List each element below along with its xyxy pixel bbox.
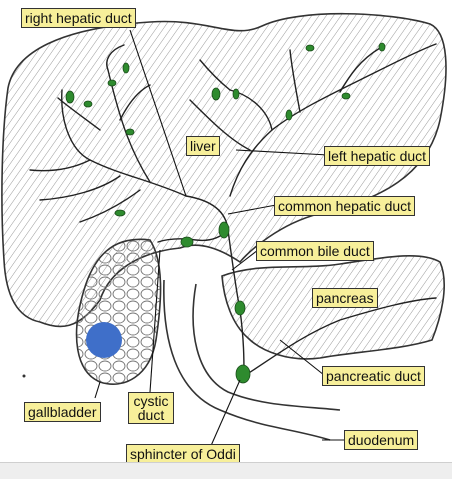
label-duodenum: duodenum xyxy=(344,430,419,450)
leader-lines xyxy=(94,29,344,449)
label-gallbladder: gallbladder xyxy=(24,402,101,422)
small-dot xyxy=(22,374,26,378)
label-common-hepatic-duct: common hepatic duct xyxy=(274,196,416,216)
label-cystic-duct: cystic duct xyxy=(128,392,174,424)
label-pancreatic-duct: pancreatic duct xyxy=(322,366,425,386)
label-cystic-line2: duct xyxy=(137,407,165,423)
label-liver: liver xyxy=(186,136,220,156)
label-cystic-line1: cystic xyxy=(133,393,169,409)
label-right-hepatic-duct: right hepatic duct xyxy=(21,8,136,28)
label-pancreas: pancreas xyxy=(312,288,378,308)
pointer-marker xyxy=(86,322,122,358)
bottom-bar xyxy=(0,462,452,479)
label-sphincter-of-oddi: sphincter of Oddi xyxy=(126,444,240,464)
label-common-bile-duct: common bile duct xyxy=(256,241,374,261)
duodenum-organ xyxy=(163,279,341,441)
duct-nodules xyxy=(65,42,386,384)
label-left-hepatic-duct: left hepatic duct xyxy=(324,146,431,166)
